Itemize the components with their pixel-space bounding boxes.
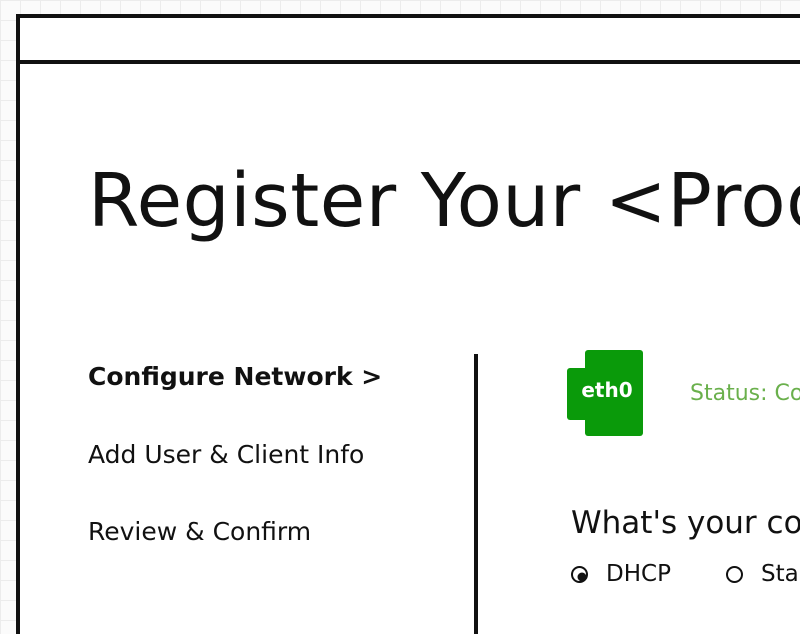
interface-label: eth0 [581,378,633,402]
page-title: Register Your <Prod [88,158,800,244]
network-interface-badge[interactable]: eth0 [567,350,647,440]
step-configure-network[interactable]: Configure Network > [88,362,383,391]
network-config-question: What's your co [571,505,800,541]
radio-unselected-icon [726,566,743,583]
ip-config-radio-group: DHCP Sta [571,563,800,603]
window-titlebar [20,18,800,64]
vertical-divider [474,354,478,634]
radio-label-dhcp: DHCP [606,561,671,587]
app-window: Register Your <Prod Configure Network > … [16,14,800,634]
connection-status: Status: Co [690,381,800,406]
radio-selected-icon [571,566,588,583]
radio-label-static: Sta [761,561,799,587]
step-add-user-client-info[interactable]: Add User & Client Info [88,440,365,469]
step-review-confirm[interactable]: Review & Confirm [88,517,312,546]
network-port-icon-notch [567,368,607,420]
radio-dot-icon [577,572,586,581]
